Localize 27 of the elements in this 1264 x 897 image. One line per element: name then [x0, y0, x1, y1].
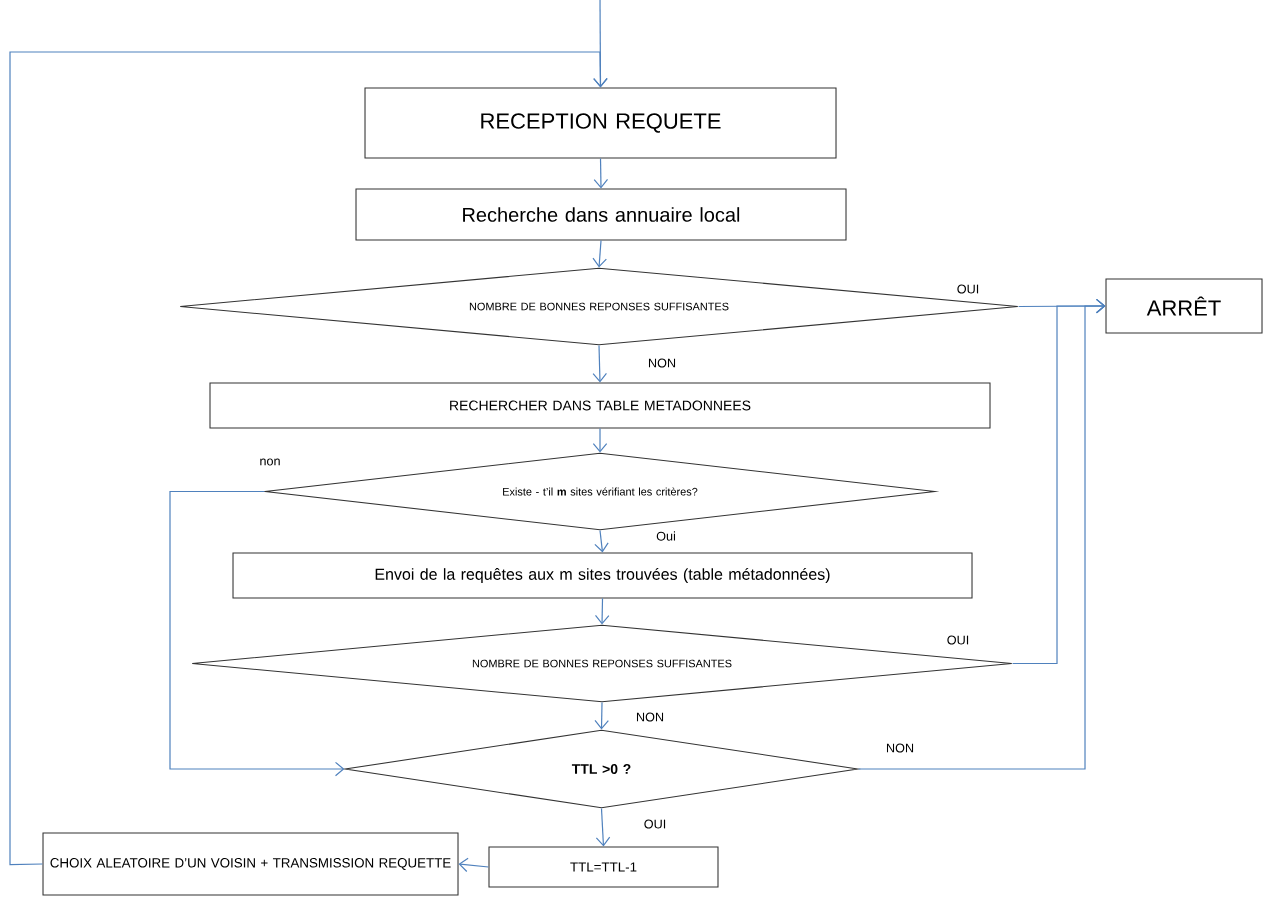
- arrow: [592, 239, 607, 268]
- edge-label: non: [258, 457, 282, 467]
- arrow: [592, 427, 608, 453]
- edge-label: NON: [884, 742, 916, 754]
- arrow: [593, 157, 609, 189]
- process-box: TTL=TTL-1: [488, 846, 719, 888]
- process-box: RECHERCHER DANS TABLE METADONNEES: [209, 382, 991, 429]
- arrow: [594, 529, 609, 553]
- process-box: ARRÊT: [1105, 278, 1263, 334]
- arrow: [169, 490, 345, 777]
- edge-label: OUI: [642, 818, 668, 830]
- process-box: CHOIX ALEATOIRE D’UN VOISIN + TRANSMISSION REQUETTE: [42, 832, 459, 896]
- edge-label: NON: [646, 357, 678, 369]
- arrow: [592, 344, 608, 383]
- arrow: [9, 51, 608, 866]
- arrow: [594, 597, 610, 625]
- process-box: RECEPTION REQUETE: [364, 87, 837, 159]
- arrow: [458, 857, 490, 873]
- edge-label: NON: [634, 711, 666, 723]
- process-box: Recherche dans annuaire local: [355, 188, 847, 241]
- arrow: [857, 298, 1106, 770]
- edge-label: Oui: [654, 530, 678, 542]
- arrow: [594, 701, 609, 730]
- process-box: Envoi de la requêtes aux m sites trouvées (table métadonnées): [232, 552, 973, 599]
- edge-label: OUI: [945, 634, 971, 646]
- edge-label: OUI: [955, 283, 981, 295]
- arrow: [595, 807, 611, 847]
